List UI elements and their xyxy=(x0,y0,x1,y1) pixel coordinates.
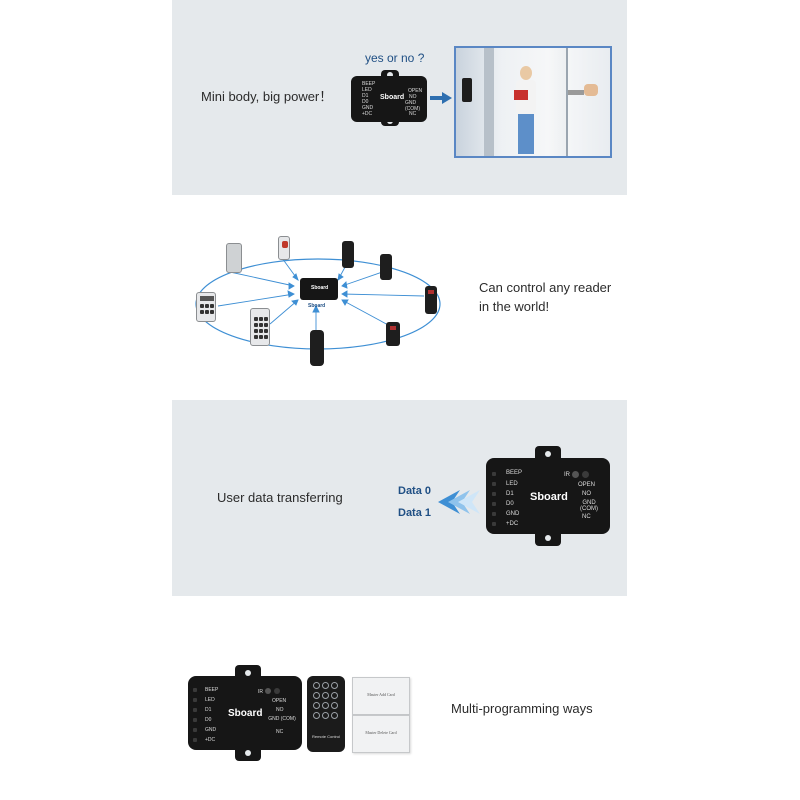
terminal-label: BEEP xyxy=(362,81,376,87)
door-photo xyxy=(454,46,612,158)
terminal-label: NC xyxy=(582,514,591,520)
door-frame xyxy=(484,48,494,156)
terminal-label: NO xyxy=(409,94,417,100)
terminal-label: OPEN xyxy=(272,698,287,704)
terminal-label: D0 xyxy=(506,501,514,507)
terminal-label: D0 xyxy=(205,717,212,723)
terminal-label: NO xyxy=(582,491,591,497)
terminal-label: D1 xyxy=(205,707,212,713)
ir-sensor-icon xyxy=(572,471,579,478)
ir-label: IR xyxy=(258,689,263,695)
remote-control: Remote Control xyxy=(307,676,345,752)
caption-any-reader: Can control any reader in the world! xyxy=(479,280,612,314)
brand-label: Sboard xyxy=(530,491,568,503)
controller-box-center: Sboard xyxy=(300,278,338,300)
terminal-label: +DC xyxy=(362,111,373,117)
section-any-reader xyxy=(172,195,627,400)
reader-fingerprint xyxy=(278,236,290,260)
terminal-label: GND xyxy=(362,105,374,111)
terminal-label: NO xyxy=(276,707,284,713)
door-handle xyxy=(568,90,584,95)
data0-label: Data 0 xyxy=(398,485,432,497)
terminal-label: LED xyxy=(362,87,372,93)
terminal-label: D1 xyxy=(506,491,514,497)
card-label: Master Delete Card xyxy=(365,730,397,735)
reader-keypad-2 xyxy=(196,292,216,322)
glass-door xyxy=(566,48,610,156)
question-text: yes or no ? xyxy=(365,51,425,65)
terminal-label: GND (COM) xyxy=(580,500,598,512)
terminal-label: LED xyxy=(205,697,215,703)
terminal-label: GND xyxy=(205,727,217,733)
caption-data-transfer: User data transferring xyxy=(217,490,343,505)
reader-black-1 xyxy=(342,241,354,268)
terminal-label: LED xyxy=(506,481,518,487)
terminal-label: D0 xyxy=(362,99,369,105)
mount-tab-bottom xyxy=(535,530,561,546)
hand xyxy=(584,84,598,96)
terminal-label: GND (COM) xyxy=(405,100,420,112)
arrow-left-icon xyxy=(438,490,480,514)
terminal-label: GND (COM) xyxy=(268,716,296,722)
terminal-label: +DC xyxy=(506,521,519,527)
terminal-label: NC xyxy=(409,111,417,117)
led-indicator-icon xyxy=(274,688,280,694)
reader-black-3 xyxy=(425,286,437,314)
terminal-label: GND xyxy=(506,511,520,517)
controller-box-large: BEEP LED D1 D0 GND +DC Sboard IR OPEN NO… xyxy=(486,458,610,534)
brand-label: Sboard xyxy=(228,708,263,719)
ir-sensor-icon xyxy=(265,688,271,694)
caption-multi-programming: Multi-programming ways xyxy=(451,701,593,716)
brand-label: Sboard xyxy=(380,94,405,101)
ir-label: IR xyxy=(564,472,570,478)
master-delete-card: Master Delete Card xyxy=(352,715,410,753)
terminal-label: NC xyxy=(276,729,284,735)
reader-silver-tall xyxy=(226,243,242,273)
terminal-label: BEEP xyxy=(506,470,523,476)
controller-box-product: BEEP LED D1 D0 GND +DC Sboard IR OPEN NO… xyxy=(188,676,302,750)
controller-box-small: BEEP LED D1 D0 GND +DC Sboard OPEN NO GN… xyxy=(351,76,427,122)
data1-label: Data 1 xyxy=(398,507,432,519)
reader-black-2 xyxy=(380,254,392,280)
mount-tab-top xyxy=(381,70,399,80)
wall-reader xyxy=(462,78,472,102)
terminal-label: OPEN xyxy=(408,88,423,94)
terminal-label: BEEP xyxy=(205,687,219,693)
caption-mini-body: Mini body, big power！ xyxy=(201,89,333,104)
terminal-label: D1 xyxy=(362,93,369,99)
reader-remote-keypad xyxy=(310,330,324,366)
master-add-card: Master Add Card xyxy=(352,677,410,715)
brand-label: Sboard xyxy=(311,285,329,291)
remote-label: Remote Control xyxy=(311,734,340,739)
center-caption: Sboard xyxy=(308,303,326,309)
terminal-label: OPEN xyxy=(578,482,596,488)
reader-black-4 xyxy=(386,322,400,346)
arrow-right-icon xyxy=(430,92,452,104)
reader-keypad-1 xyxy=(250,308,270,346)
person-figure xyxy=(514,66,538,156)
led-indicator-icon xyxy=(582,471,589,478)
card-label: Master Add Card xyxy=(367,692,395,697)
terminal-label: +DC xyxy=(205,737,216,743)
